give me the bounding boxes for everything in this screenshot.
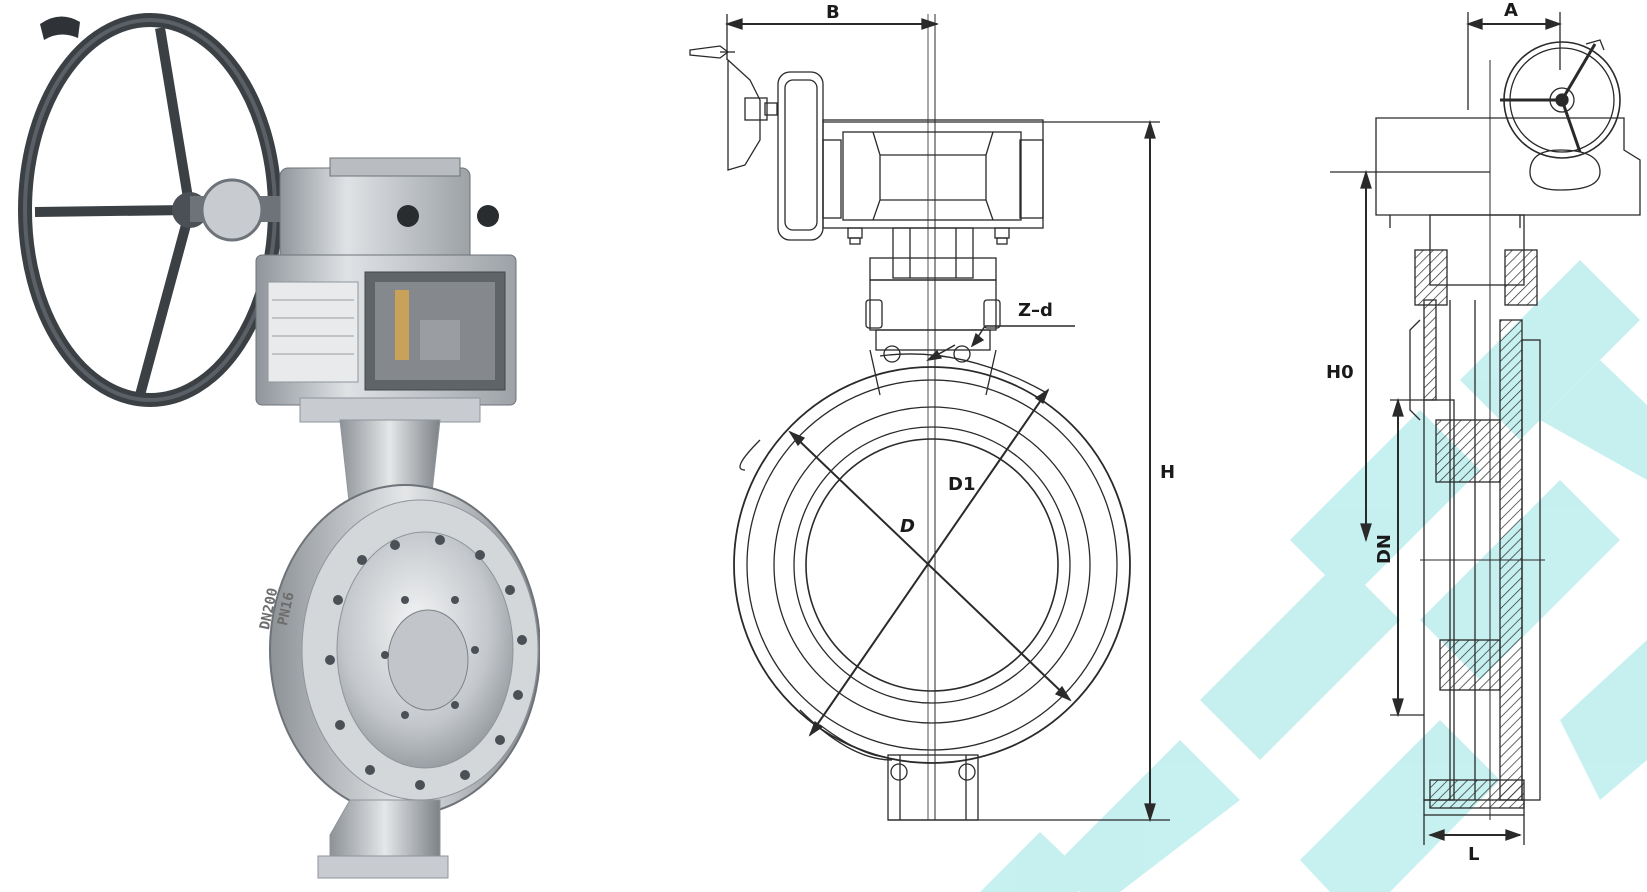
label-b: B: [826, 2, 840, 23]
label-h: H: [1160, 462, 1176, 483]
label-d: D: [900, 516, 915, 537]
label-d1: D1: [948, 474, 976, 495]
dimension-a-line: [1466, 12, 1562, 110]
dimension-h-line: [1144, 119, 1156, 823]
dimension-d1-line: [808, 388, 1050, 737]
label-a: A: [1504, 0, 1518, 21]
valve-photo: [18, 13, 540, 879]
dimension-b-line: [724, 14, 940, 60]
label-h0: H0: [1326, 362, 1354, 383]
dimension-h0-line: [1330, 169, 1376, 543]
dimension-l-line: [1423, 815, 1525, 845]
label-l: L: [1468, 844, 1480, 865]
label-dn: DN: [1374, 533, 1396, 565]
label-z-d: Z–d: [1018, 300, 1053, 321]
dimension-d-line: [788, 430, 1072, 702]
handwheel-icon: [18, 13, 282, 407]
dimension-dn-line: [1390, 397, 1424, 718]
